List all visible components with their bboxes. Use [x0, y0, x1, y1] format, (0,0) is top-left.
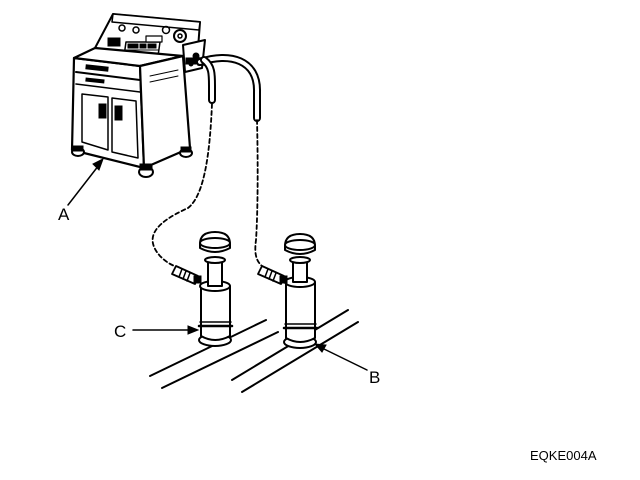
callout-label-c: C [114, 322, 126, 341]
control-cabinet [70, 13, 207, 178]
callout-label-a: A [58, 205, 70, 224]
jack-c [171, 231, 234, 347]
cabinet-doors [81, 93, 139, 159]
jack-c-coupling [171, 265, 202, 285]
control-knobs [118, 24, 187, 43]
callout-leaders [67, 157, 368, 371]
jack-b-coupling [257, 265, 288, 285]
jack-b [257, 233, 319, 349]
hydraulic-hoses [151, 54, 269, 271]
cabinet-casters [71, 145, 193, 178]
callout-label-b: B [369, 368, 380, 387]
figure-code: EQKE004A [530, 448, 597, 463]
